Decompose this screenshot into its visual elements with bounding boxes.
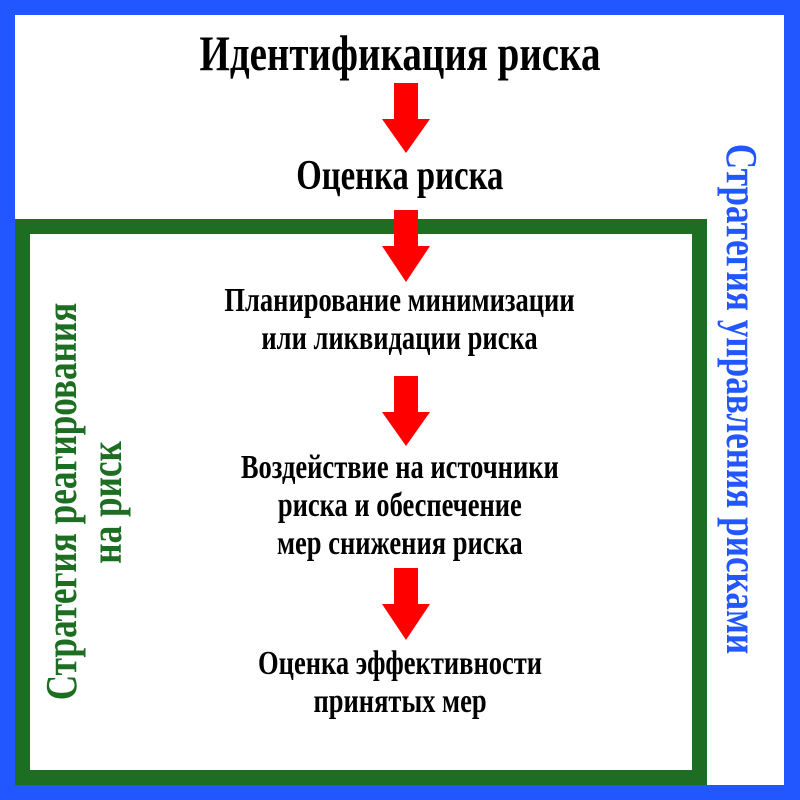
step-risk-mitigation-planning: Планирование минимизации или ликвидации … <box>0 282 800 358</box>
outer-frame-label: Стратегия управления рисками <box>717 80 766 718</box>
step-risk-assessment: Оценка риска <box>0 152 800 200</box>
step-label: Идентификация риска <box>199 25 601 81</box>
arrow-down-icon <box>382 210 430 282</box>
step-label-line: риска и обеспечение <box>278 487 522 524</box>
arrow-down-icon <box>382 376 430 446</box>
step-label-line: Оценка эффективности <box>257 645 543 682</box>
step-label-line: принятых мер <box>313 683 487 720</box>
step-risk-source-action: Воздействие на источники риска и обеспеч… <box>0 449 800 563</box>
inner-frame-risk-response <box>15 219 707 785</box>
step-label-line: или ликвидации риска <box>261 320 539 357</box>
arrow-down-icon <box>382 83 430 153</box>
outer-label-text: Стратегия управления рисками <box>717 143 766 655</box>
step-label-line: Планирование минимизации <box>224 282 576 319</box>
step-label-line: Воздействие на источники <box>241 449 559 486</box>
inner-label-line2: на риск <box>82 440 131 564</box>
step-risk-identification: Идентификация риска <box>0 25 800 81</box>
arrow-down-icon <box>382 568 430 640</box>
step-label-line: мер снижения риска <box>277 525 523 562</box>
step-label: Оценка риска <box>296 153 504 199</box>
inner-label-line1: Стратегия реагирования <box>37 303 86 701</box>
inner-frame-label: Стратегия реагирования на риск <box>37 242 131 762</box>
step-effectiveness-evaluation: Оценка эффективности принятых мер <box>0 645 800 721</box>
